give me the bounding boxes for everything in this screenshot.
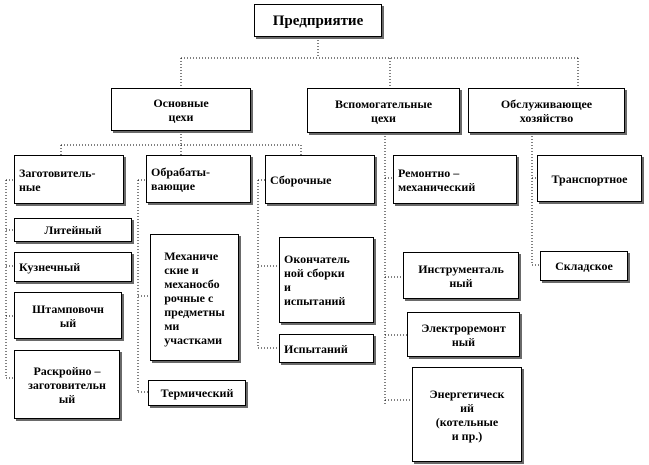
node-assembly: Сборочные xyxy=(265,155,375,204)
node-repair: Ремонтно – механический xyxy=(393,155,517,204)
node-thermal: Термический xyxy=(148,380,246,406)
node-testing: Испытаний xyxy=(279,334,374,363)
node-final-assembly: Окончатель ной сборки и испытаний xyxy=(279,237,374,323)
node-mechanical: Механиче ские и механосбо рочные с предм… xyxy=(150,234,239,361)
node-forging: Кузнечный xyxy=(14,252,132,282)
node-procurement: Заготовитель- ные xyxy=(14,155,124,204)
node-casting: Литейный xyxy=(14,218,132,242)
group-auxiliary-shops: Вспомогательные цехи xyxy=(307,88,460,133)
group-main-shops: Основные цехи xyxy=(111,88,251,131)
node-tool: Инструменталь ный xyxy=(403,252,519,299)
root-node: Предприятие xyxy=(254,4,382,37)
node-energy: Энергетическ ий (котельные и пр.) xyxy=(412,367,522,462)
node-warehouse: Складское xyxy=(540,251,628,281)
node-processing: Обрабаты- вающие xyxy=(146,155,251,203)
group-service: Обслуживающее хозяйство xyxy=(468,88,625,133)
node-cutting: Раскройно – заготовительн ый xyxy=(14,350,120,419)
node-electrical: Электроремонт ный xyxy=(407,312,520,357)
node-transport: Транспортное xyxy=(537,155,642,202)
node-stamping: Штамповочн ый xyxy=(14,292,122,339)
